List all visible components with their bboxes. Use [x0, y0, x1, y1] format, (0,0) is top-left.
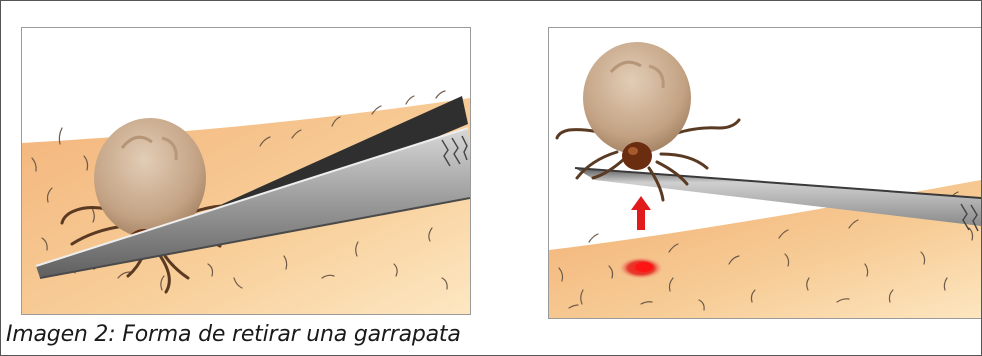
tick-grasped-by-tweezers-icon: [22, 28, 470, 314]
tick-removed-with-tweezers-icon: [549, 28, 981, 318]
figure-caption: Imagen 2: Forma de retirar una garrapata: [6, 322, 461, 347]
illustration-tick-grasped: [21, 27, 471, 315]
illustration-tick-removed: [548, 27, 981, 319]
